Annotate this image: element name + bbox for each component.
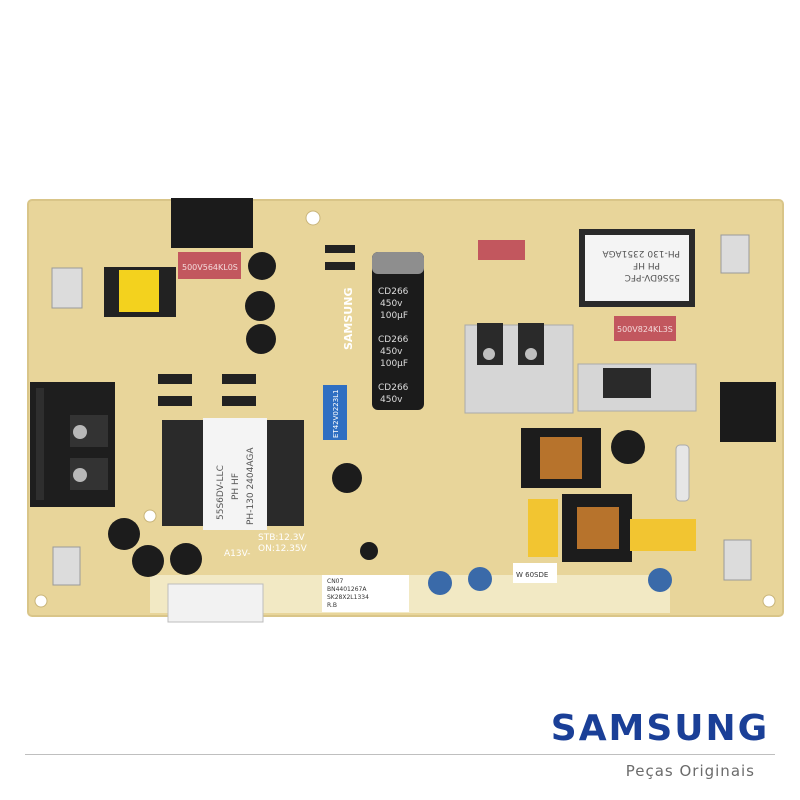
connector-top xyxy=(171,198,253,248)
clip xyxy=(720,234,750,274)
bulk-capacitor-top xyxy=(372,252,424,274)
cap-label: 450v xyxy=(380,347,403,357)
heatsink-fin xyxy=(36,388,44,500)
sticker-text: SK28X2L1334 xyxy=(327,594,369,601)
transformer-text: PH-130 2351AGA xyxy=(602,248,680,258)
cap-label: CD266 xyxy=(378,335,409,345)
relay-code: 500V824KL3S xyxy=(617,325,673,334)
blue-capacitor xyxy=(323,385,347,440)
info-sticker xyxy=(322,575,409,612)
screw xyxy=(525,348,537,360)
pfc-transformer xyxy=(579,229,695,307)
relay xyxy=(478,240,525,260)
relay-code: 500V564KL0S xyxy=(182,263,238,272)
transformer-text: PH HF xyxy=(231,473,241,500)
screw xyxy=(483,348,495,360)
disc-capacitor xyxy=(648,568,672,592)
small-tag xyxy=(513,563,557,583)
diode xyxy=(158,374,192,384)
diode xyxy=(158,396,192,406)
disc-capacitor xyxy=(428,571,452,595)
transformer-text: 55S6DV-LLC xyxy=(216,465,226,520)
connector-right xyxy=(720,382,776,442)
transformer-text: PH HF xyxy=(633,260,660,270)
film-capacitor xyxy=(528,499,558,557)
screw xyxy=(73,425,87,439)
capacitor xyxy=(246,324,276,354)
samsung-logo: SAMSUNG xyxy=(550,708,770,749)
inductor-coil xyxy=(577,507,619,549)
sticker-text: BN4401267A xyxy=(327,586,367,593)
board-brand: SAMSUNG xyxy=(342,288,355,350)
blue-cap-code: ET42V0223L1 xyxy=(332,389,340,438)
transformer-text: PH-130 2404AGA xyxy=(246,447,256,525)
clip xyxy=(51,267,83,309)
a13-label: A13V- xyxy=(224,549,251,559)
mount-hole xyxy=(762,594,776,608)
fuse xyxy=(675,444,690,502)
sticker-text: CN07 xyxy=(327,578,343,585)
diode xyxy=(325,245,355,253)
mount-hole xyxy=(305,210,321,226)
cap-label: 450v xyxy=(380,395,403,405)
footer-divider xyxy=(25,754,775,755)
bulk-capacitor xyxy=(372,252,424,410)
transformer-text: 55S6DV-PFC xyxy=(625,272,680,282)
output-connector xyxy=(167,583,264,623)
clip xyxy=(52,546,81,586)
stb-label: STB:12.3V xyxy=(258,533,305,543)
capacitor xyxy=(170,543,202,575)
diode xyxy=(222,374,256,384)
film-capacitor xyxy=(630,519,696,551)
on-label: ON:12.35V xyxy=(258,544,308,554)
cap-label: 100µF xyxy=(380,311,408,321)
relay xyxy=(614,316,676,341)
sticker-text: R.B xyxy=(327,602,337,609)
capacitor xyxy=(360,542,378,560)
main-transformer-label xyxy=(203,418,267,530)
disc-capacitor xyxy=(468,567,492,591)
screw xyxy=(73,468,87,482)
capacitor xyxy=(248,252,276,280)
capacitor xyxy=(132,545,164,577)
inductor-coil xyxy=(540,437,582,479)
relay xyxy=(178,252,241,279)
mount-hole xyxy=(143,509,157,523)
disc-capacitor xyxy=(611,430,645,464)
capacitor xyxy=(332,463,362,493)
cap-label: CD266 xyxy=(378,383,409,393)
capacitor xyxy=(245,291,275,321)
capacitor xyxy=(108,518,140,550)
small-tag-text: W 60SDE xyxy=(516,571,548,579)
cap-label: 100µF xyxy=(380,359,408,369)
mount-hole xyxy=(34,594,48,608)
diode xyxy=(222,396,256,406)
tagline: Peças Originais xyxy=(625,762,755,780)
transformer-tape xyxy=(119,270,159,312)
clip xyxy=(723,539,752,581)
diode xyxy=(325,262,355,270)
transistor xyxy=(603,368,651,398)
cap-label: 450v xyxy=(380,299,403,309)
cap-label: CD266 xyxy=(378,287,409,297)
